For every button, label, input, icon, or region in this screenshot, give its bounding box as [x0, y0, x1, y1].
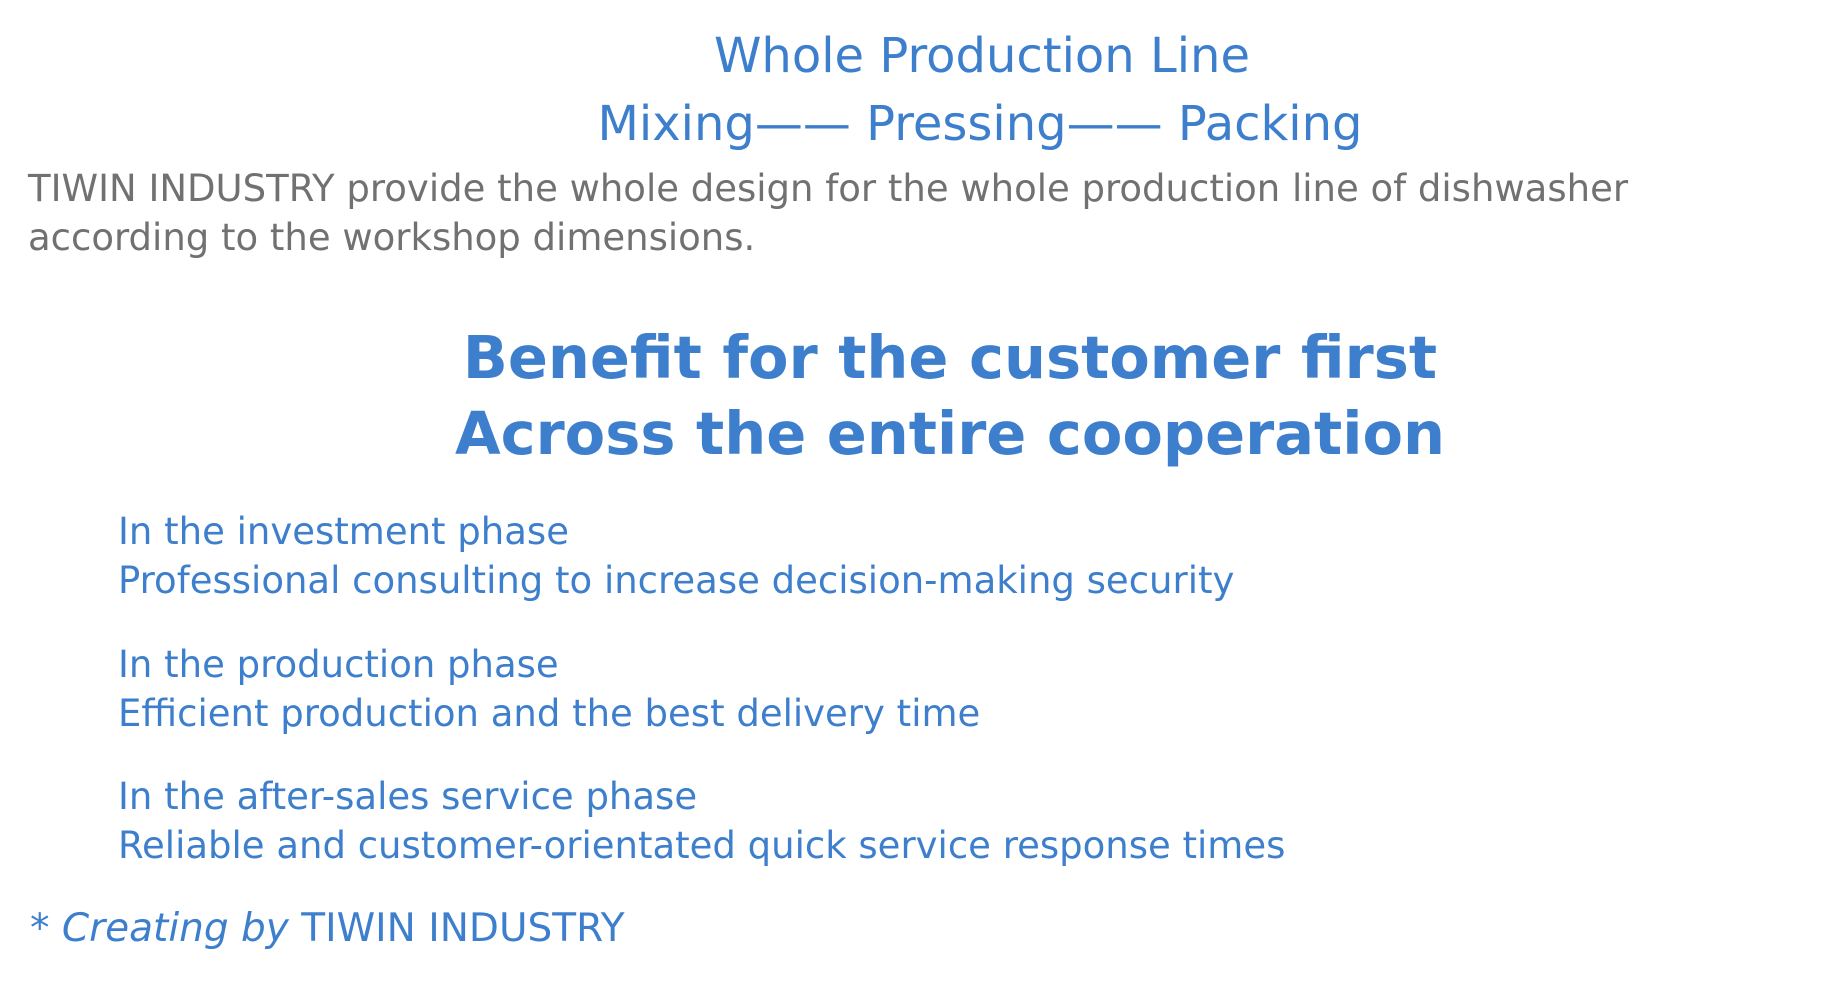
benefit-heading-line1: Benefit for the customer first: [462, 323, 1438, 392]
footer-credit: * Creating by TIWIN INDUSTRY: [30, 904, 625, 953]
intro-paragraph: TIWIN INDUSTRY provide the whole design …: [28, 167, 1629, 259]
footer-prefix: * Creating by: [30, 906, 289, 951]
phase-description: Reliable and customer-orientated quick s…: [118, 824, 1286, 867]
phase-heading: In the production phase: [118, 643, 559, 686]
phase-block-after-sales: In the after-sales service phase Reliabl…: [118, 772, 1285, 870]
phase-description: Efficient production and the best delive…: [118, 692, 981, 735]
process-subtitle: Mixing—— Pressing—— Packing: [597, 96, 1363, 152]
phase-description: Professional consulting to increase deci…: [118, 559, 1235, 602]
footer-company: TIWIN INDUSTRY: [301, 906, 625, 951]
phase-block-investment: In the investment phase Professional con…: [118, 507, 1234, 605]
phase-block-production: In the production phase Efficient produc…: [118, 640, 980, 738]
page-title: Whole Production Line: [713, 28, 1251, 84]
benefit-heading-line2: Across the entire cooperation: [454, 399, 1446, 468]
phase-heading: In the investment phase: [118, 510, 569, 553]
phase-heading: In the after-sales service phase: [118, 775, 698, 818]
